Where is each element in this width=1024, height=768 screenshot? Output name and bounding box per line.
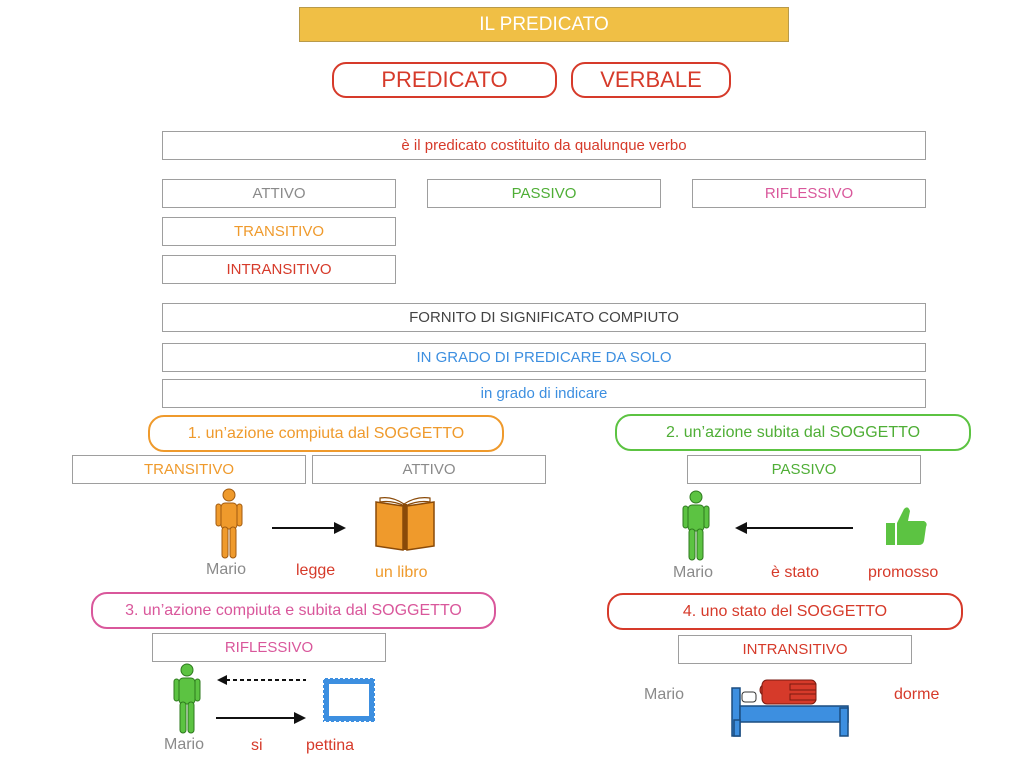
case3-verb: si [251,737,263,754]
person-green-icon [173,663,201,734]
kind-intransitivo: INTRANSITIVO [162,255,396,284]
kind-transitivo-label: TRANSITIVO [233,223,324,240]
case1-tag-transitivo-label: TRANSITIVO [143,461,234,478]
case2-tag-passivo: PASSIVO [687,455,921,484]
case4-verb: dorme [894,686,940,703]
case1-subject: Mario [206,561,247,578]
case2-tag-passivo-label: PASSIVO [771,461,837,478]
title-text: IL PREDICATO [479,13,609,35]
voice-attivo: ATTIVO [162,179,396,208]
meaning-full-text: FORNITO DI SIGNIFICATO COMPIUTO [409,309,679,326]
case2-object: promosso [868,564,939,581]
book-icon [375,497,435,551]
case1-tag-attivo-label: ATTIVO [402,461,456,478]
header-verbale-label: VERBALE [600,67,702,92]
case1-object: un libro [375,564,428,581]
case4-tag-intransitivo: INTRANSITIVO [678,635,912,664]
case3-subject: Mario [164,736,205,753]
case1-title: 1. un’azione compiuta dal SOGGETTO [148,415,504,452]
dashed-arrow-left-icon [217,675,306,685]
person-orange-icon [215,488,243,559]
voice-passivo-label: PASSIVO [511,185,577,202]
voice-riflessivo-label: RIFLESSIVO [764,185,854,202]
header-predicato-label: PREDICATO [381,67,508,92]
case1-title-text: 1. un’azione compiuta dal SOGGETTO [187,424,465,442]
arrow-left-icon [735,522,853,534]
case3-title: 3. un’azione compiuta e subita dal SOGGE… [91,592,496,629]
header-predicato: PREDICATO [332,62,557,98]
kind-intransitivo-label: INTRANSITIVO [226,261,332,278]
meaning-indicates-text: in grado di indicare [480,385,608,402]
header-verbale: VERBALE [571,62,731,98]
meaning-indicates: in grado di indicare [162,379,926,408]
case3-object: pettina [306,737,355,754]
case2-title-text: 2. un’azione subita dal SOGGETTO [665,423,921,441]
meaning-alone-text: IN GRADO DI PREDICARE DA SOLO [416,349,672,366]
case2-subject: Mario [673,564,714,581]
case1-tag-transitivo: TRANSITIVO [72,455,306,484]
arrow-right-icon [216,712,306,724]
case2-verb: è stato [771,564,820,581]
case1-verb: legge [296,562,336,579]
voice-attivo-label: ATTIVO [252,185,306,202]
case4-title-text: 4. uno stato del SOGGETTO [682,602,888,620]
case1-tag-attivo: ATTIVO [312,455,546,484]
voice-riflessivo: RIFLESSIVO [692,179,926,208]
case4-subject: Mario [644,686,685,703]
thumbs-up-icon [886,507,927,545]
mirror-icon [322,677,376,723]
case4-tag-intransitivo-label: INTRANSITIVO [742,641,848,658]
meaning-alone: IN GRADO DI PREDICARE DA SOLO [162,343,926,372]
case3-title-text: 3. un’azione compiuta e subita dal SOGGE… [125,601,462,619]
case2-title: 2. un’azione subita dal SOGGETTO [615,414,971,451]
case4-title: 4. uno stato del SOGGETTO [607,593,963,630]
case3-tag-riflessivo: RIFLESSIVO [152,633,386,662]
title-bar: IL PREDICATO [299,7,789,42]
arrow-right-icon [272,522,346,534]
case3-tag-riflessivo-label: RIFLESSIVO [224,639,314,656]
definition-text: è il predicato costituito da qualunque v… [401,137,687,154]
definition-box: è il predicato costituito da qualunque v… [162,131,926,160]
kind-transitivo: TRANSITIVO [162,217,396,246]
meaning-full: FORNITO DI SIGNIFICATO COMPIUTO [162,303,926,332]
sleeping-in-bed-icon [731,679,849,737]
voice-passivo: PASSIVO [427,179,661,208]
person-green-icon [682,490,710,561]
